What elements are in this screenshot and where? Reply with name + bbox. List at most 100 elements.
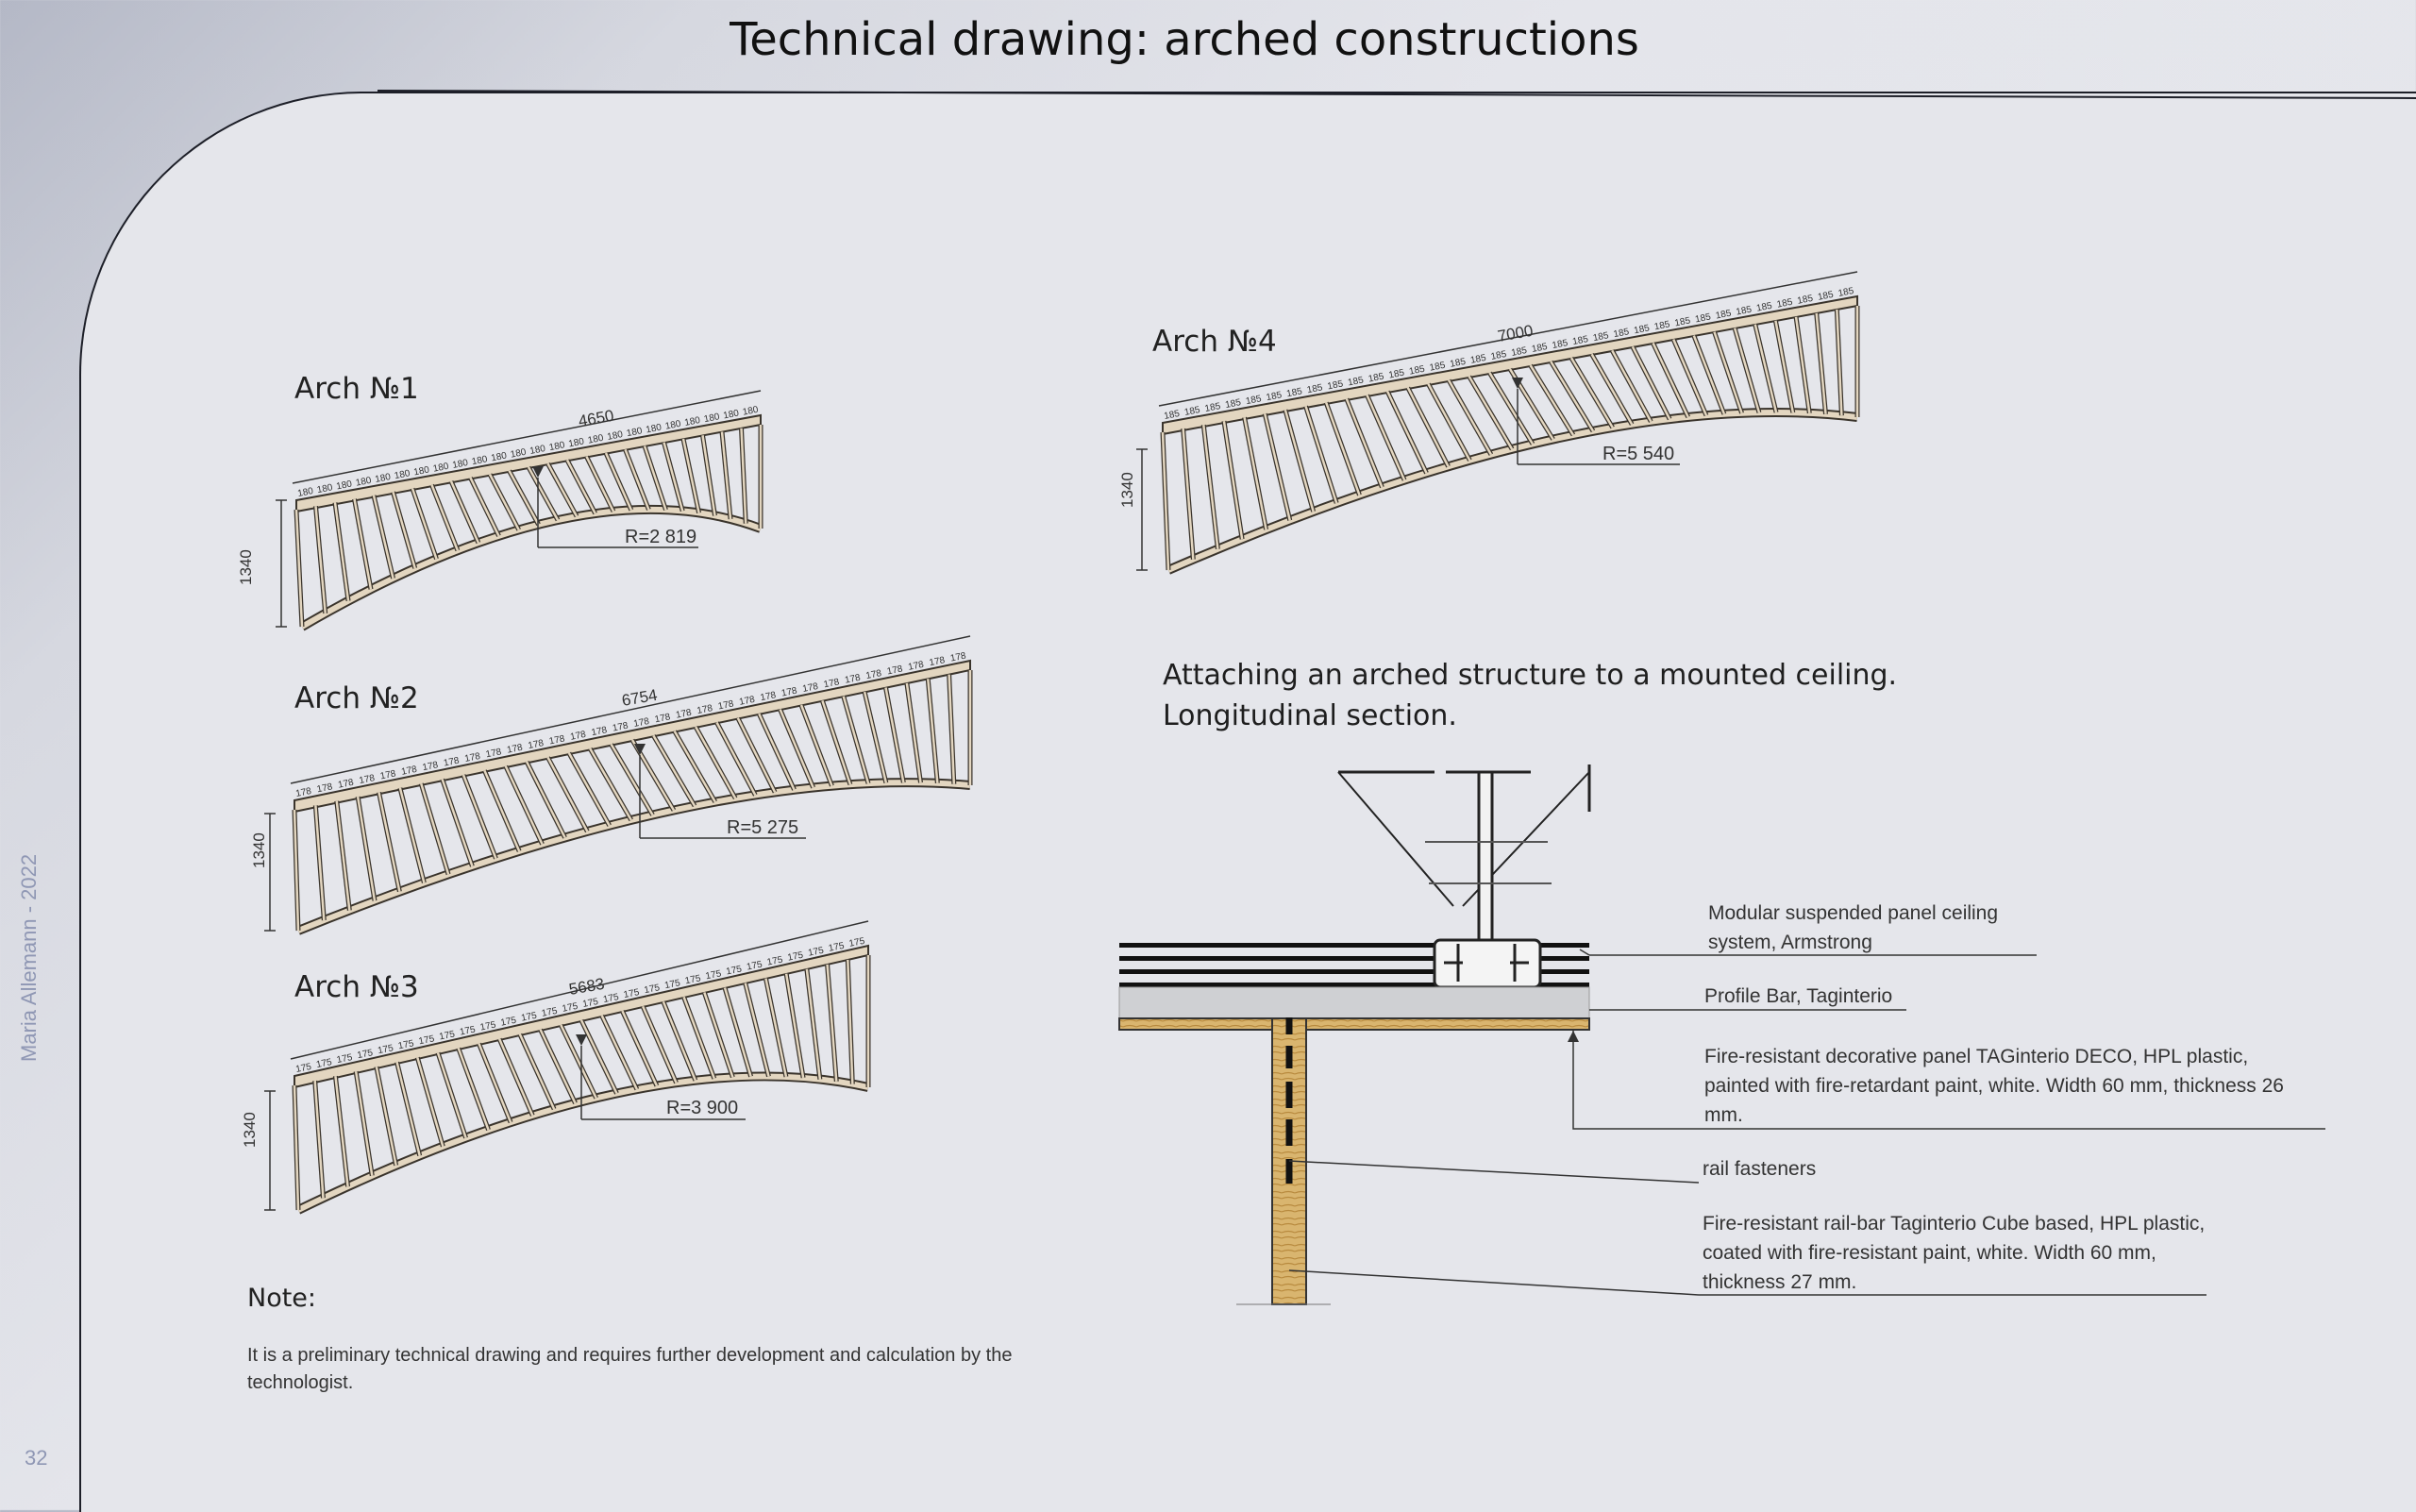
post-spacing-label: 178 <box>632 716 650 730</box>
arch-post-fill <box>314 805 326 921</box>
post-spacing-label: 178 <box>337 778 355 791</box>
post-spacing-label: 175 <box>479 1020 497 1033</box>
post-spacing-label: 180 <box>335 479 353 492</box>
arch-post-fill <box>567 752 611 827</box>
arch-post-fill <box>662 1000 697 1082</box>
post-spacing-label: 180 <box>664 419 682 432</box>
post-spacing-label: 178 <box>612 721 629 734</box>
post-spacing-label: 175 <box>828 941 846 954</box>
post-spacing-label: 178 <box>400 764 418 778</box>
callout-profile-bar: Profile Bar, Taginterio <box>1704 985 1893 1007</box>
post-spacing-label: 178 <box>823 677 841 690</box>
arch-post-fill <box>1406 387 1450 467</box>
post-spacing-label: 175 <box>336 1052 354 1066</box>
arch-post-fill <box>504 765 544 846</box>
header-rule <box>377 90 2416 99</box>
post-spacing-label: 180 <box>412 464 430 478</box>
post-spacing-label: 178 <box>801 681 819 695</box>
section-title-line-1: Attaching an arched structure to a mount… <box>1163 659 1898 692</box>
arch-post-fill <box>372 495 394 580</box>
section-title: Attaching an arched structure to a mount… <box>1163 655 1897 736</box>
arch-post-fill <box>720 431 732 520</box>
arch-post-fill <box>293 1084 300 1211</box>
post-spacing-label: 180 <box>296 486 314 499</box>
arch-post-fill <box>600 1015 638 1090</box>
post-spacing-label: 178 <box>907 660 925 673</box>
arch-post-fill <box>1733 328 1761 413</box>
arch-post-fill <box>546 462 579 517</box>
post-spacing-label: 178 <box>506 743 524 756</box>
arch-post-fill <box>610 743 654 816</box>
post-spacing-label: 178 <box>569 730 587 743</box>
callout-rail-bar: Fire-resistant rail-bar Taginterio Cube … <box>1703 1213 2206 1293</box>
height-label: 1340 <box>250 832 268 868</box>
arch-post-fill <box>1447 379 1493 456</box>
post-spacing-label: 175 <box>725 964 743 977</box>
post-spacing-label: 185 <box>1490 349 1508 362</box>
post-spacing-label: 175 <box>848 936 866 949</box>
post-spacing-label: 185 <box>1224 397 1242 411</box>
post-spacing-label: 185 <box>1388 368 1406 381</box>
post-spacing-label: 185 <box>1571 334 1589 347</box>
post-spacing-label: 185 <box>1285 386 1303 399</box>
post-spacing-label: 185 <box>1408 364 1426 378</box>
arch-post-fill <box>335 800 351 911</box>
arch-post-fill <box>641 1005 678 1084</box>
arch-post-fill <box>411 488 438 560</box>
arch-post-fill <box>354 1071 374 1176</box>
post-spacing-label: 185 <box>1306 382 1324 395</box>
post-spacing-label: 175 <box>581 997 599 1010</box>
post-spacing-label: 180 <box>645 422 663 435</box>
arch-post-fill <box>589 748 632 821</box>
post-spacing-label: 180 <box>451 458 469 471</box>
arch-post-fill <box>1529 364 1575 436</box>
ceiling-panel-line-2 <box>1119 956 1589 961</box>
arch-post-fill <box>905 682 922 783</box>
post-spacing-label: 178 <box>528 738 545 751</box>
post-spacing-label: 185 <box>1715 308 1733 321</box>
arch-post-fill <box>1202 424 1219 549</box>
arch-post-fill <box>695 726 737 799</box>
arch-3-label: Arch №3 <box>294 970 419 1004</box>
arch-top-chord <box>294 659 971 814</box>
post-spacing-label: 185 <box>1755 301 1773 314</box>
arch-4-label: Arch №4 <box>1152 325 1277 359</box>
arch-post-fill <box>884 687 905 783</box>
arch-post-fill <box>673 731 716 803</box>
post-spacing-label: 175 <box>602 992 620 1005</box>
arch-post-fill <box>508 470 540 526</box>
arch-post-fill <box>1345 398 1384 488</box>
arch-post-fill <box>565 459 596 514</box>
post-spacing-label: 185 <box>1469 353 1487 366</box>
post-spacing-label: 178 <box>548 733 566 747</box>
post-spacing-label: 178 <box>294 786 312 799</box>
post-spacing-label: 178 <box>379 768 397 781</box>
arch-post-fill <box>1672 338 1708 416</box>
post-spacing-label: 178 <box>717 698 735 712</box>
arch-post-fill <box>1774 320 1795 413</box>
post-spacing-label: 178 <box>738 695 756 708</box>
leader-fasteners <box>1288 1160 1700 1184</box>
post-spacing-label: 180 <box>606 429 624 443</box>
arch-post-fill <box>1550 361 1595 432</box>
arch-post-fill <box>736 717 777 793</box>
span-label: 7000 <box>1496 322 1535 345</box>
post-spacing-label: 175 <box>663 978 681 991</box>
hanger-wire-left <box>1337 771 1454 907</box>
post-spacing-label: 185 <box>1797 294 1815 307</box>
post-spacing-label: 185 <box>1674 315 1692 328</box>
arch-post-fill <box>416 1057 445 1148</box>
post-spacing-label: 185 <box>1347 375 1365 388</box>
arch-post-fill <box>701 435 716 516</box>
page-number: 32 <box>25 1446 48 1470</box>
post-spacing-label: 175 <box>500 1016 518 1029</box>
ceiling-panel-line-1 <box>1119 943 1589 948</box>
post-spacing-label: 175 <box>459 1024 477 1037</box>
page-title: Technical drawing: arched constructions <box>730 13 1639 66</box>
post-spacing-label: 185 <box>1776 297 1794 311</box>
span-dimension-line <box>290 920 869 1060</box>
arch-post-fill <box>1692 335 1726 415</box>
post-spacing-label: 175 <box>397 1038 415 1051</box>
